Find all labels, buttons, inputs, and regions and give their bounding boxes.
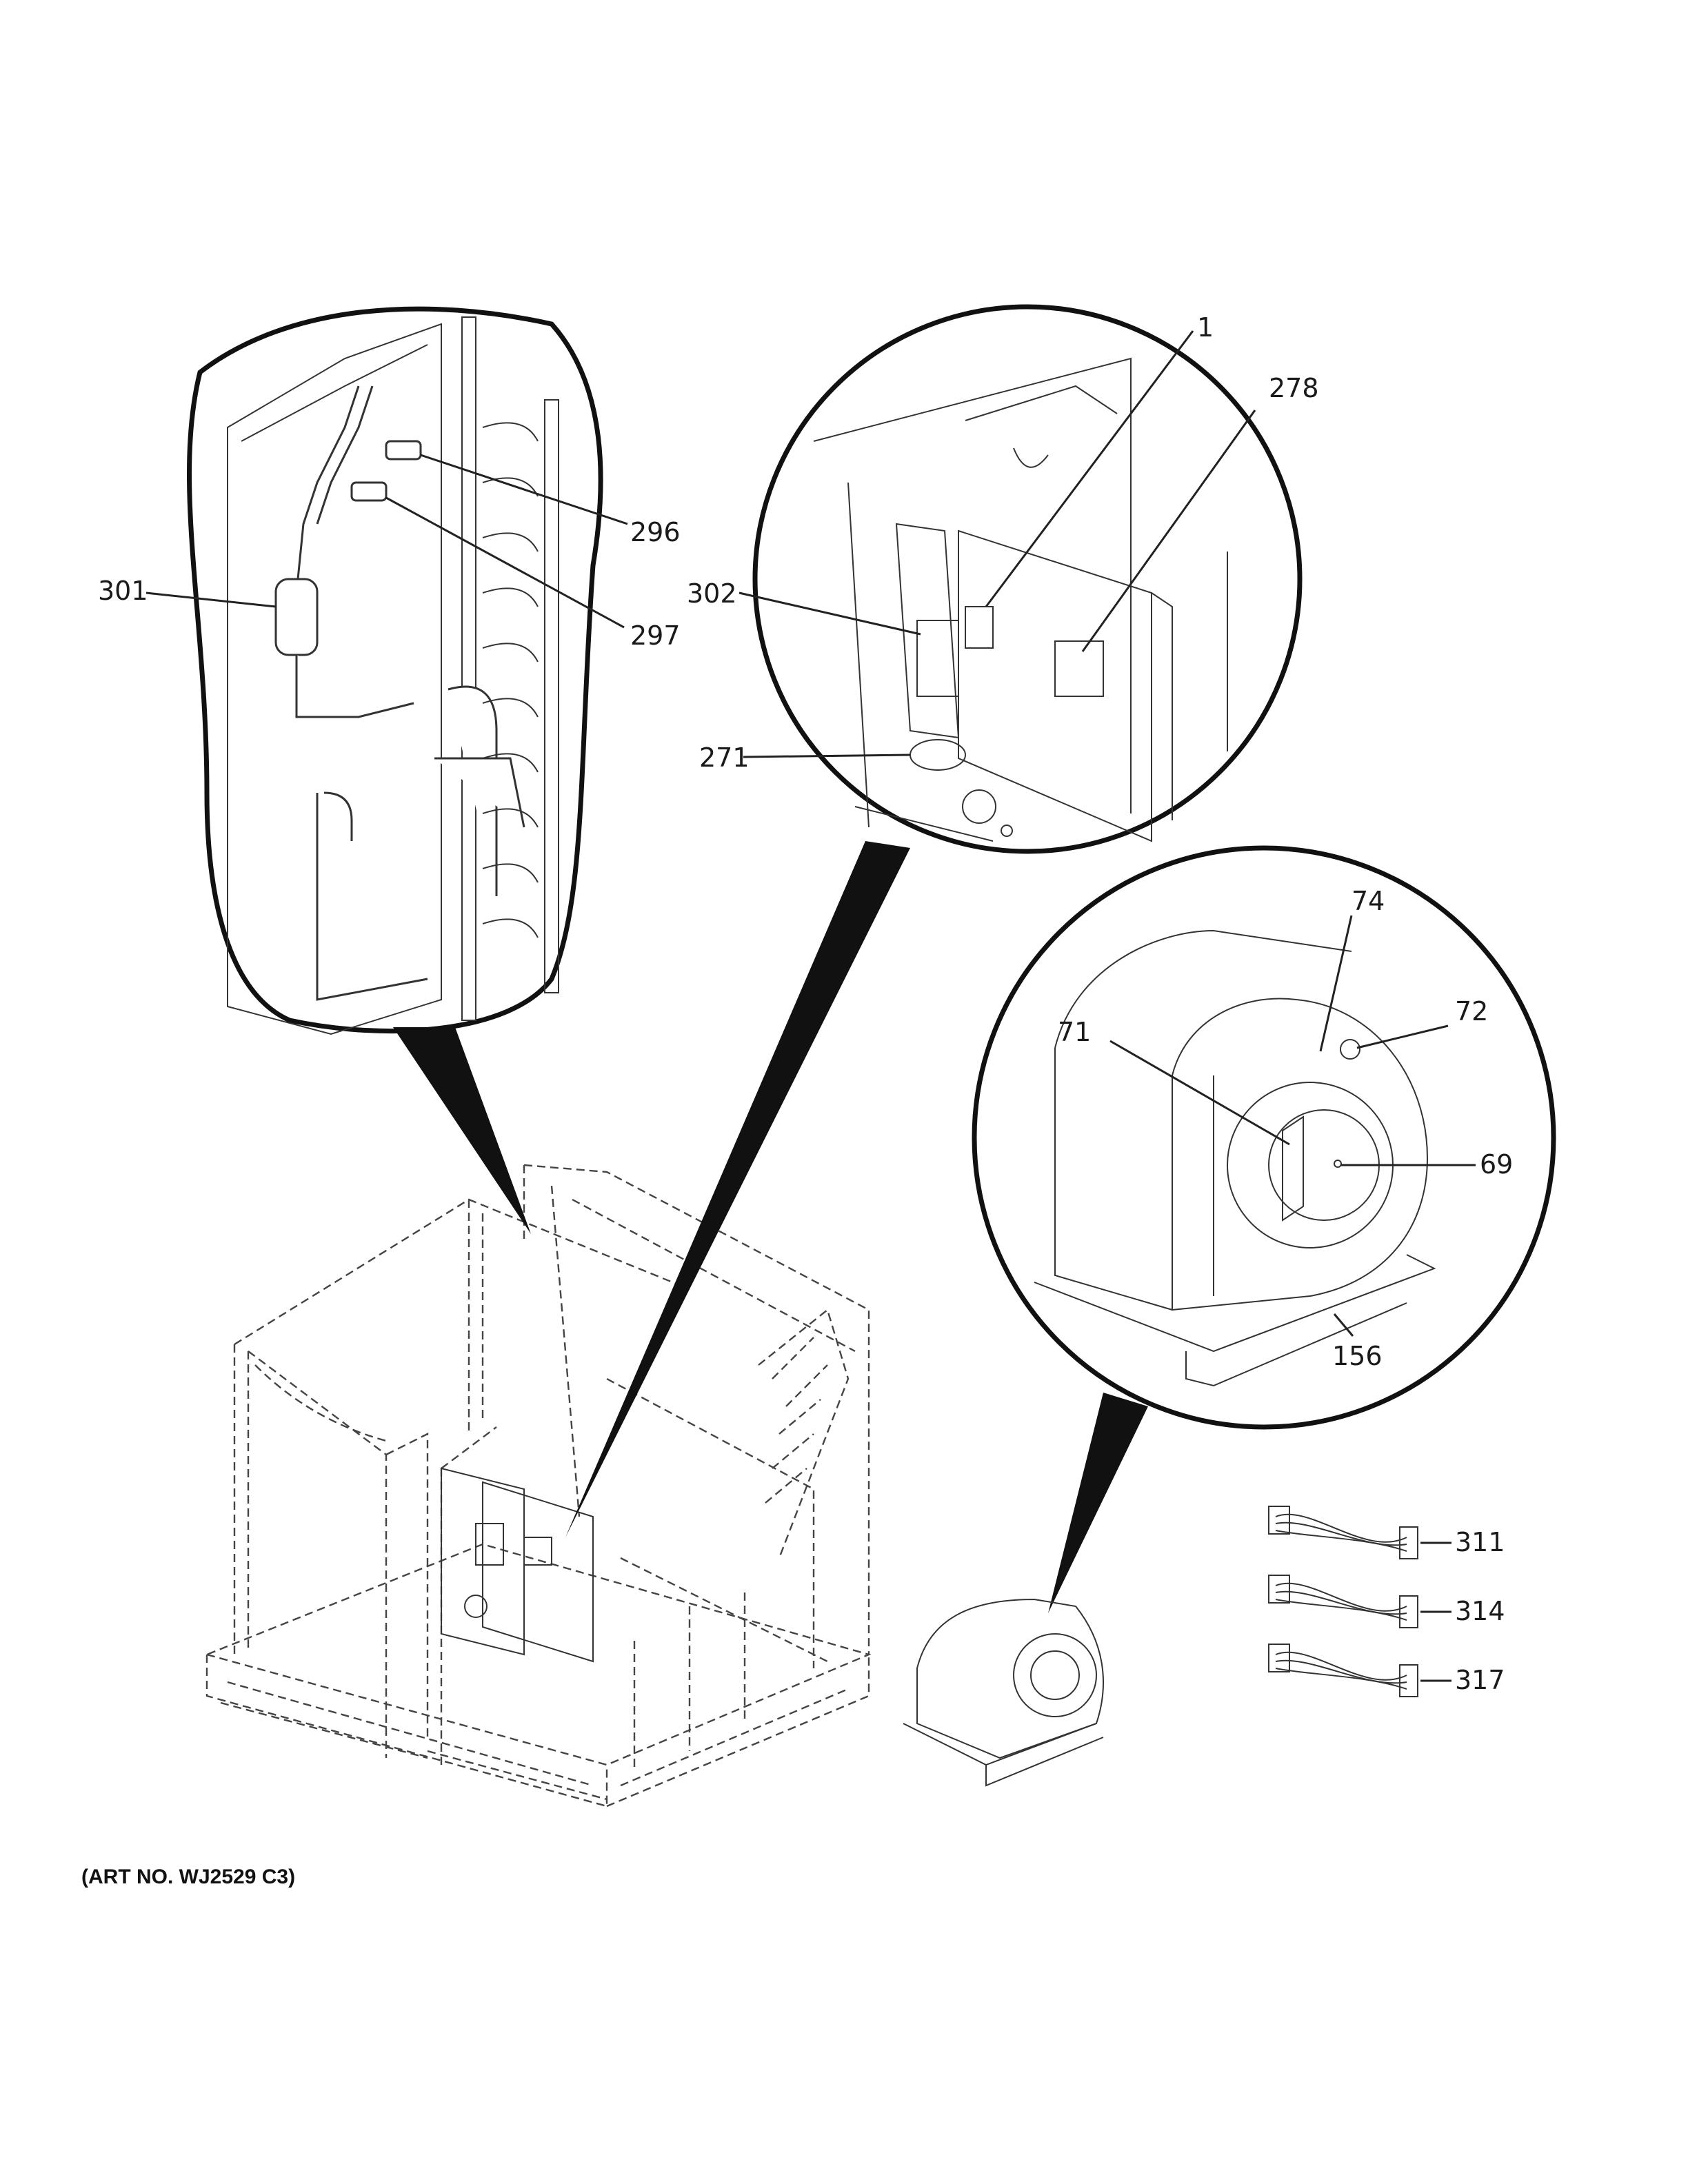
art-number: (ART NO. WJ2529 C3): [81, 1866, 295, 1888]
callout-297: 297: [630, 620, 681, 651]
valve-297-icon: [350, 481, 388, 502]
callout-278: 278: [1269, 373, 1319, 403]
callout-72: 72: [1455, 996, 1488, 1027]
terminal-block-icon: [916, 620, 959, 697]
valve-296-icon: [385, 440, 422, 461]
callout-311: 311: [1455, 1527, 1505, 1557]
control-box-small: [441, 1467, 594, 1663]
relay-1-icon: [965, 606, 994, 649]
callout-296: 296: [630, 517, 681, 547]
bubble-pointer-control: [565, 841, 910, 1537]
refrigerant-detail-bubble: [186, 306, 603, 1035]
blower-small: [903, 1598, 1104, 1787]
callout-156: 156: [1332, 1341, 1383, 1371]
control-board-detail-bubble: [752, 304, 1303, 854]
callout-74: 74: [1352, 886, 1385, 916]
bubble-pointer-blower: [1048, 1393, 1148, 1613]
callout-69: 69: [1480, 1149, 1513, 1180]
callout-317: 317: [1455, 1665, 1505, 1695]
callout-314: 314: [1455, 1596, 1505, 1626]
bubble-pointer-refrigerant: [393, 1027, 531, 1234]
filter-drier-icon: [274, 578, 319, 656]
wire-harness-314: [1268, 1575, 1418, 1628]
blower-detail-bubble: [972, 845, 1556, 1430]
contactor-278-icon: [1054, 640, 1104, 697]
callout-1: 1: [1197, 312, 1214, 343]
pressure-switch-271-icon: [910, 739, 966, 771]
wire-harness-317: [1268, 1644, 1418, 1697]
callout-271: 271: [699, 742, 750, 773]
main-unit-assembly: [204, 1164, 872, 1808]
callout-71: 71: [1058, 1017, 1091, 1047]
motor-mount-72-icon: [1340, 1039, 1360, 1060]
callout-302: 302: [687, 578, 737, 609]
callout-301: 301: [98, 576, 148, 606]
wire-harness-311: [1268, 1506, 1418, 1559]
